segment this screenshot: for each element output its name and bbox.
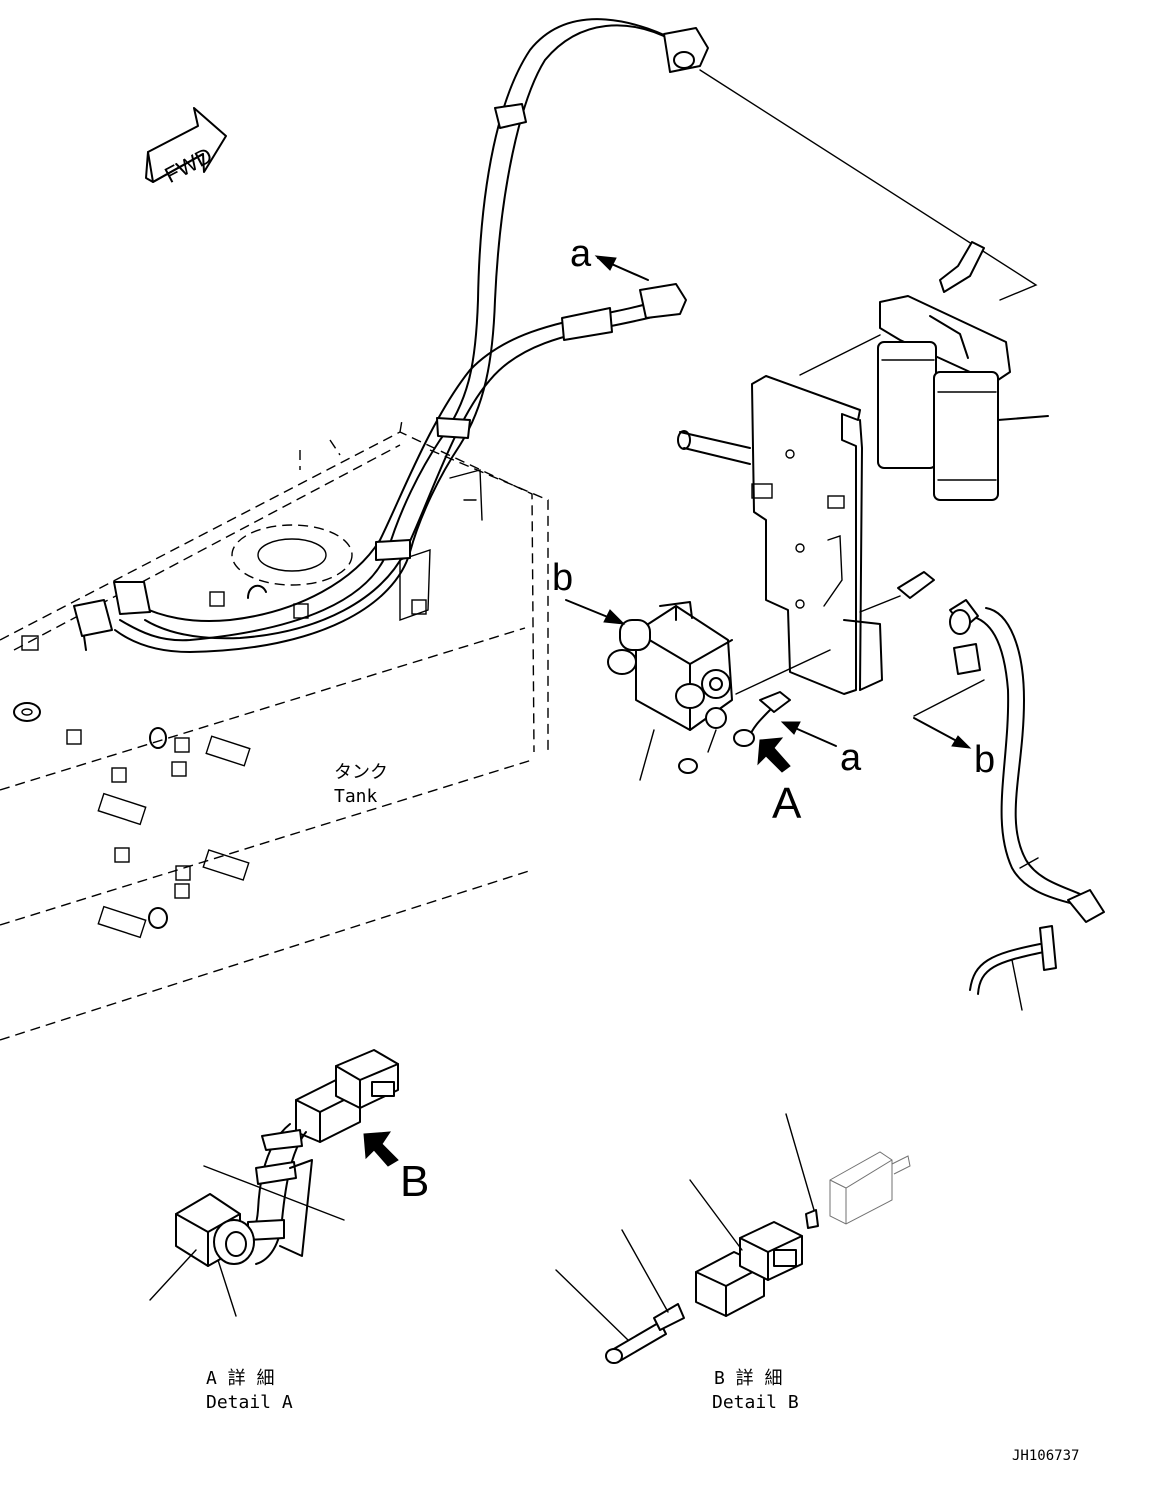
leader-line bbox=[699, 69, 1038, 301]
detail-b-jp: B 詳 細 bbox=[714, 1368, 783, 1389]
fwd-arrow-icon: FWD bbox=[145, 107, 227, 188]
drawing-number: JH106737 bbox=[1012, 1448, 1079, 1464]
svg-text:b: b bbox=[552, 557, 573, 599]
detail-a-en: Detail A bbox=[206, 1392, 293, 1413]
detail-a-jp: A 詳 細 bbox=[206, 1368, 275, 1389]
label-b-right: b bbox=[913, 679, 995, 781]
fuel-filter-assembly bbox=[877, 241, 1049, 501]
filter-bracket bbox=[677, 375, 935, 695]
fuel-tank: タンク Tank bbox=[0, 419, 549, 1041]
view-B-label: B bbox=[400, 1157, 429, 1206]
label-a-right: a bbox=[780, 721, 862, 779]
harness-small bbox=[969, 925, 1057, 1011]
label-a-top: a bbox=[570, 233, 649, 281]
view-A-arrow: A bbox=[757, 737, 802, 828]
hose-end-fitting-a bbox=[639, 283, 687, 319]
hose-clamps bbox=[375, 103, 613, 561]
fuel-hose-right bbox=[949, 599, 1105, 923]
detail-a-view: B A 詳 細 Detail A bbox=[149, 1049, 429, 1413]
tank-jp-label: タンク bbox=[334, 762, 388, 783]
detail-b-en: Detail B bbox=[712, 1392, 799, 1413]
tank-en-label: Tank bbox=[334, 786, 378, 807]
svg-text:a: a bbox=[570, 233, 592, 275]
hose-end-fitting-top bbox=[663, 27, 709, 73]
leader-line bbox=[799, 334, 881, 376]
view-A-label: A bbox=[772, 779, 802, 828]
label-b-left: b bbox=[552, 557, 626, 625]
detail-b-view: B 詳 細 Detail B bbox=[555, 1113, 911, 1413]
svg-text:b: b bbox=[974, 739, 995, 781]
tank-elbow-fittings bbox=[73, 581, 151, 651]
fuel-valve-block bbox=[607, 601, 831, 781]
fuel-hose-a bbox=[139, 299, 665, 640]
svg-text:a: a bbox=[840, 737, 862, 779]
